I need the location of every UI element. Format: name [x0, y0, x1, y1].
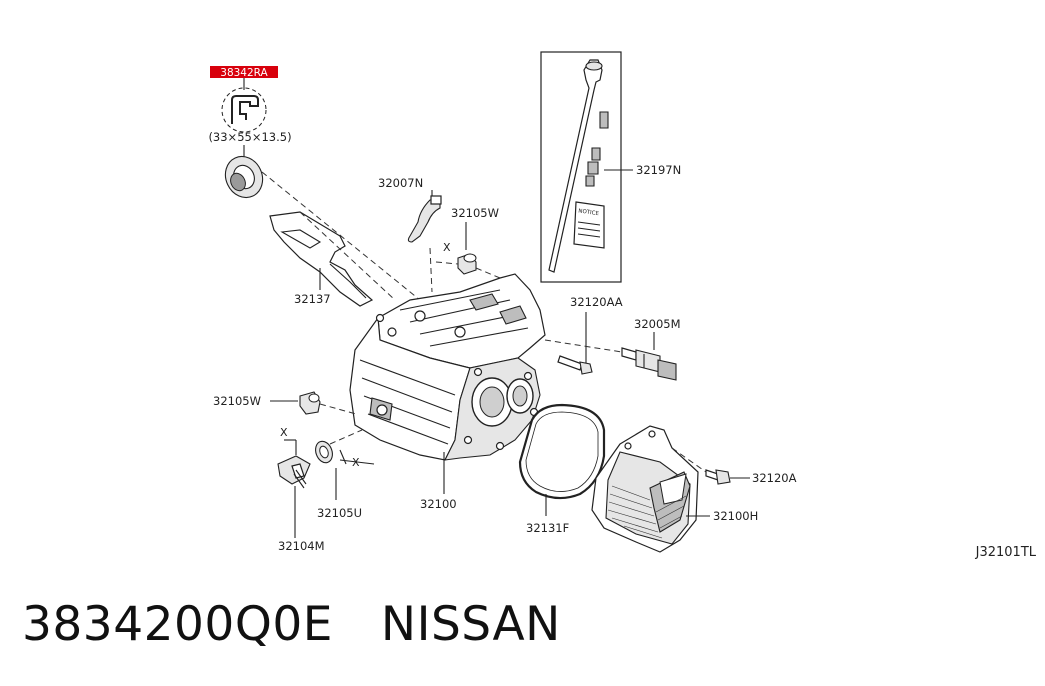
breather-hose-icon[interactable]	[407, 195, 442, 243]
seal-size-label: (33×55×13.5)	[208, 130, 291, 144]
dipstick-icon[interactable]: NOTICE	[548, 59, 609, 273]
bolt-32120AA-icon[interactable]	[557, 355, 593, 375]
bushing-left-icon[interactable]	[299, 391, 321, 415]
label-32005M: 32005M	[634, 317, 681, 331]
drawing-code: J32101TL	[975, 545, 1037, 560]
gasket-icon[interactable]	[518, 403, 606, 500]
x-mark-right: X	[352, 456, 360, 469]
svg-text:NOTICE: NOTICE	[578, 208, 600, 217]
label-32105U: 32105U	[317, 506, 362, 520]
bolt-32120A-icon[interactable]	[705, 469, 731, 485]
footer-brand: NISSAN	[380, 597, 561, 652]
transmission-case-icon[interactable]	[349, 273, 546, 461]
label-32120A: 32120A	[752, 471, 797, 485]
highlighted-part-label[interactable]: 38342RA	[210, 66, 278, 79]
label-32120AA: 32120AA	[570, 295, 623, 309]
oil-seal-icon[interactable]	[219, 150, 269, 203]
label-32007N: 32007N	[378, 176, 423, 190]
label-32100H: 32100H	[713, 509, 758, 523]
label-32100: 32100	[420, 497, 457, 511]
label-32197N: 32197N	[636, 163, 681, 177]
x-mark-top: X	[443, 241, 451, 254]
label-32105W-top: 32105W	[451, 206, 499, 220]
footer-part-number[interactable]: 3834200Q0E	[22, 597, 333, 652]
dipstick-kit-frame	[540, 51, 622, 283]
highlight-part-number: 38342RA	[220, 67, 268, 79]
sensor-icon[interactable]	[621, 347, 677, 381]
parts-diagram: 38342RA (33×55×13.5) 32137 32007N 32105W…	[208, 51, 1037, 560]
label-32105W-left: 32105W	[213, 394, 261, 408]
footer: 3834200Q0E NISSAN	[22, 597, 561, 652]
cover-icon[interactable]	[591, 425, 699, 553]
oil-seal-detail-icon	[221, 87, 267, 133]
washer-icon[interactable]	[313, 439, 336, 465]
x-mark-left: X	[280, 426, 288, 439]
bushing-top-icon[interactable]	[457, 253, 477, 275]
bracket-icon[interactable]	[269, 211, 374, 307]
drain-plug-icon[interactable]	[277, 455, 311, 489]
label-32131F: 32131F	[526, 521, 569, 535]
label-32137: 32137	[294, 292, 331, 306]
label-32104M: 32104M	[278, 539, 325, 553]
